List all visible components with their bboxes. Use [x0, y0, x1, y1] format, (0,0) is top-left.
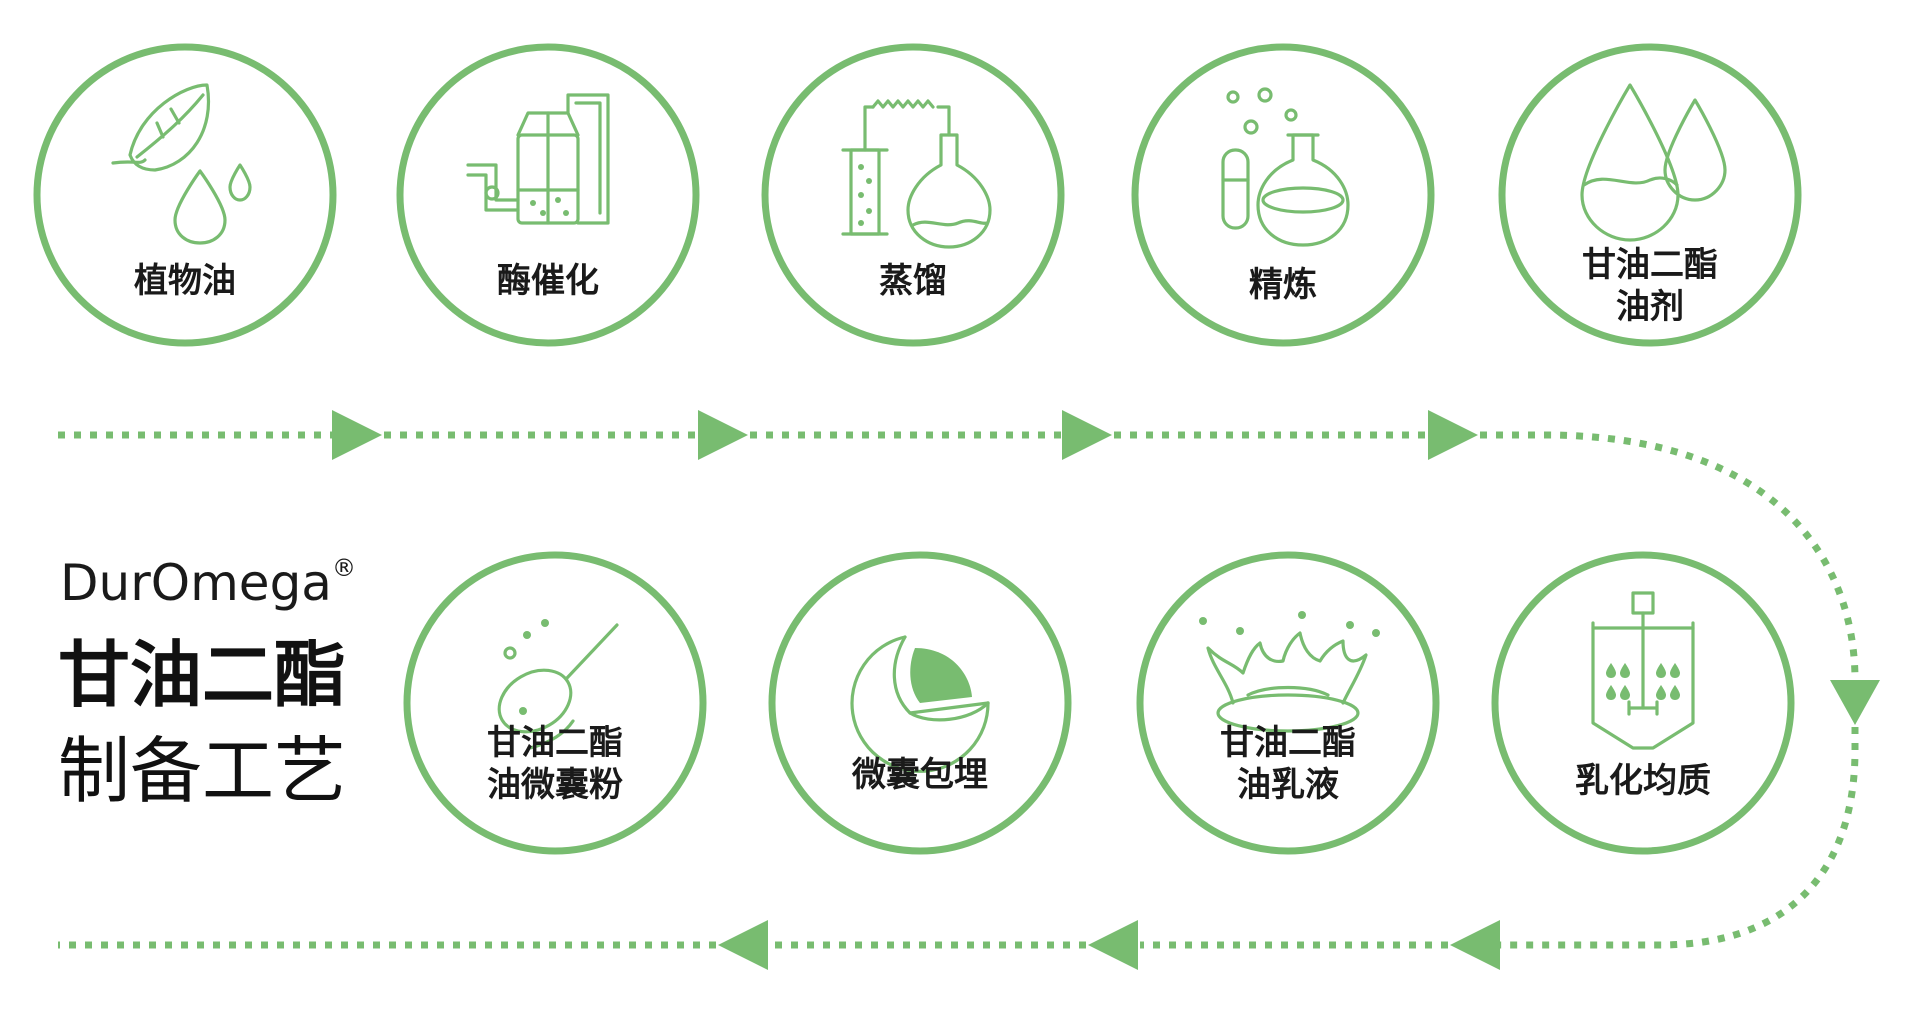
leaf-drops-icon [111, 83, 252, 245]
arrow-right-4 [1428, 410, 1478, 460]
title-block: DurOmega® 甘油二酯 制备工艺 [58, 554, 356, 813]
right-curve [1480, 431, 1880, 949]
step-8-label: 微囊包埋 [851, 755, 988, 795]
title-line-1: 甘油二酯 [58, 633, 346, 717]
arrow-down [1830, 680, 1880, 725]
step-9-label-line-2: 油微囊粉 [487, 765, 623, 805]
step-7-circle [1136, 551, 1440, 855]
arrow-right-1 [332, 410, 382, 460]
process-steps [33, 43, 1802, 855]
arrow-left-3 [718, 920, 768, 970]
arrow-left-2 [1088, 920, 1138, 970]
step-9-circle [403, 551, 707, 855]
powder-spoon-icon [497, 619, 619, 750]
oil-drops-icon [1580, 83, 1727, 242]
bottom-flow-line [58, 920, 1500, 970]
step-6-label: 乳化均质 [1575, 761, 1711, 801]
flask-icon [1221, 87, 1350, 247]
arrow-right-2 [698, 410, 748, 460]
step-9-label-line-1: 甘油二酯 [487, 723, 623, 763]
brand-name: DurOmega® [60, 554, 356, 612]
step-5-label-line-2: 油剂 [1616, 287, 1684, 327]
step-5-circle [1498, 43, 1802, 347]
step-7-label-line-2: 油乳液 [1237, 765, 1339, 805]
step-5-label-line-1: 甘油二酯 [1582, 245, 1718, 285]
step-4-label: 精炼 [1249, 265, 1317, 305]
step-2-label: 酶催化 [497, 261, 599, 301]
arrow-left-1 [1450, 920, 1500, 970]
title-line-2: 制备工艺 [58, 729, 346, 813]
reactor-icon [466, 93, 610, 225]
step-4-circle [1131, 43, 1435, 347]
step-labels: 植物油 酶催化 蒸馏 精炼 甘油二酯 油剂 乳化均质 甘油二酯 油乳液 微囊包埋… [134, 245, 1718, 805]
splash-icon [1199, 611, 1380, 733]
step-7-label-line-1: 甘油二酯 [1220, 723, 1356, 763]
top-flow-line [58, 410, 1478, 460]
step-1-label: 植物油 [134, 261, 236, 301]
homogenizer-icon [1591, 591, 1695, 750]
microcapsule-icon [850, 635, 990, 773]
arrow-right-3 [1062, 410, 1112, 460]
distillation-icon [841, 99, 992, 249]
step-3-label: 蒸馏 [879, 261, 947, 301]
